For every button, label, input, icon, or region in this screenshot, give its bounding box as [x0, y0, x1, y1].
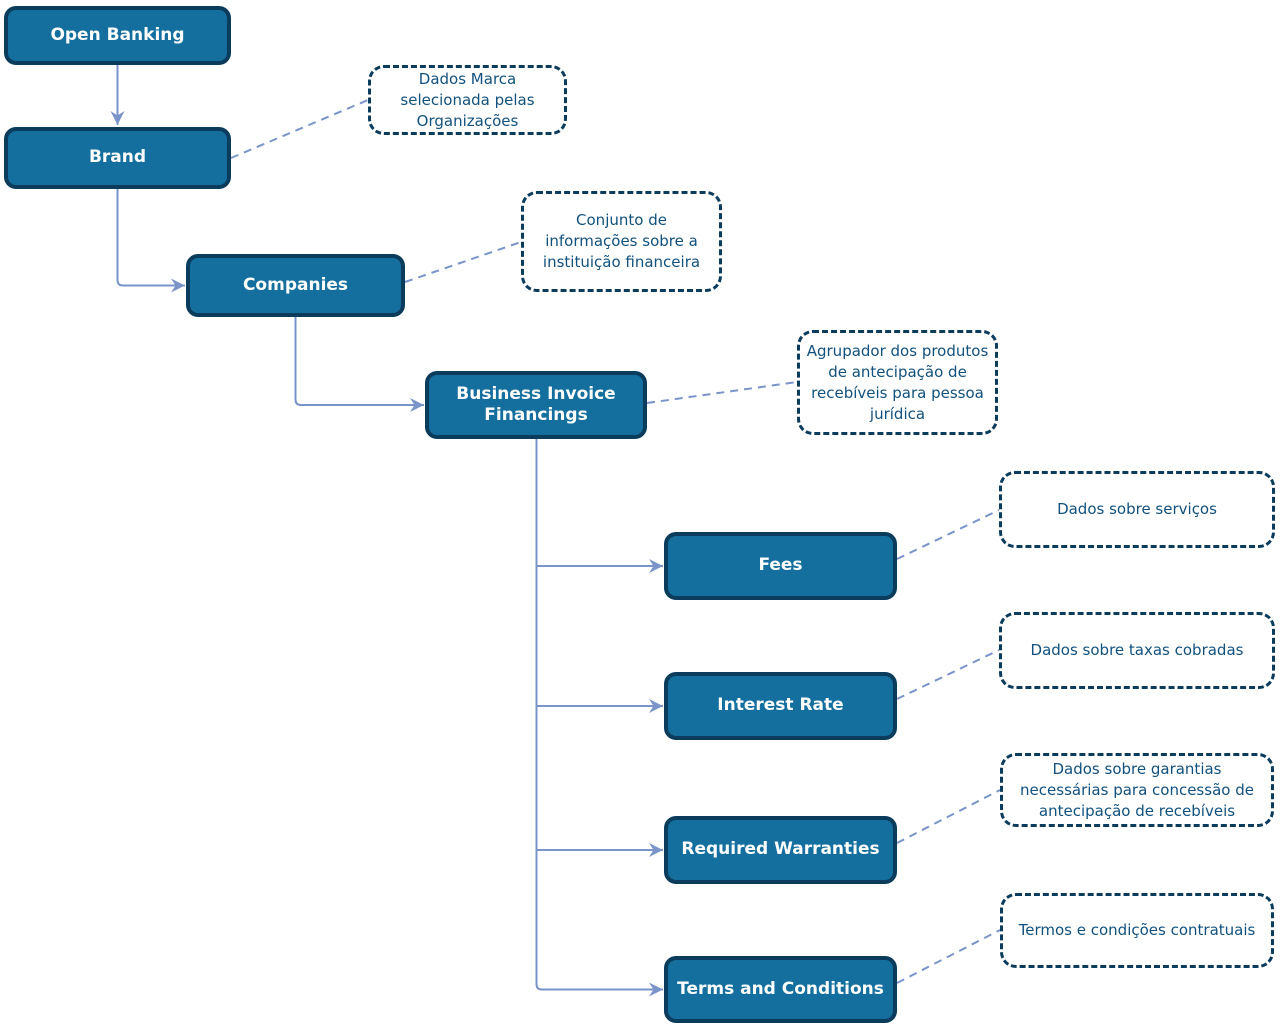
note-connector-terms-conditions [896, 929, 1001, 984]
note-business-invoice-financings[interactable]: Agrupador dos produtos de antecipação de… [797, 330, 998, 435]
note-interest-rate-text: Dados sobre taxas cobradas [1030, 641, 1244, 659]
node-interest-rate[interactable]: Interest Rate [664, 672, 897, 740]
note-fees[interactable]: Dados sobre serviços [999, 471, 1275, 548]
node-fees-label: Fees [758, 555, 803, 576]
note-connector-required-warranties [896, 789, 1001, 844]
note-interest-rate[interactable]: Dados sobre taxas cobradas [999, 612, 1275, 689]
node-required-warranties-label: Required Warranties [681, 839, 880, 860]
node-open-banking[interactable]: Open Banking [4, 6, 231, 65]
note-connector-brand [230, 99, 369, 159]
connector-companies-bif [294, 317, 424, 412]
note-companies[interactable]: Conjunto de informações sobre a institui… [521, 191, 722, 292]
node-brand[interactable]: Brand [4, 127, 231, 189]
node-business-invoice-financings-label: Business Invoice Financings [456, 383, 616, 425]
note-required-warranties[interactable]: Dados sobre garantias necessárias para c… [1000, 753, 1274, 827]
connector-bif-terms [535, 439, 663, 997]
note-brand-text: Dados Marca selecionada pelas Organizaçõ… [400, 69, 535, 130]
node-brand-label: Brand [88, 147, 147, 168]
note-business-invoice-financings-text: Agrupador dos produtos de antecipação de… [806, 341, 989, 423]
note-fees-text: Dados sobre serviços [1057, 500, 1217, 518]
note-required-warranties-text: Dados sobre garantias necessárias para c… [1020, 759, 1254, 820]
note-connector-bif [646, 381, 798, 404]
node-companies[interactable]: Companies [186, 254, 405, 317]
node-interest-rate-label: Interest Rate [717, 695, 844, 716]
node-companies-label: Companies [242, 274, 349, 295]
note-companies-text: Conjunto de informações sobre a institui… [542, 211, 701, 271]
note-brand[interactable]: Dados Marca selecionada pelas Organizaçõ… [368, 65, 567, 135]
node-required-warranties[interactable]: Required Warranties [664, 816, 897, 884]
node-fees[interactable]: Fees [664, 532, 897, 600]
node-open-banking-label: Open Banking [50, 24, 185, 45]
note-terms-and-conditions[interactable]: Termos e condições contratuais [1000, 893, 1274, 968]
node-business-invoice-financings[interactable]: Business Invoice Financings [425, 371, 647, 439]
note-connector-interest-rate [896, 649, 1000, 700]
note-terms-and-conditions-text: Termos e condições contratuais [1018, 921, 1256, 939]
note-connector-companies [404, 241, 522, 283]
node-terms-and-conditions-label: Terms and Conditions [677, 978, 884, 999]
note-connector-fees [896, 509, 1000, 560]
connector-brand-companies [116, 189, 185, 293]
node-terms-and-conditions[interactable]: Terms and Conditions [664, 956, 897, 1023]
